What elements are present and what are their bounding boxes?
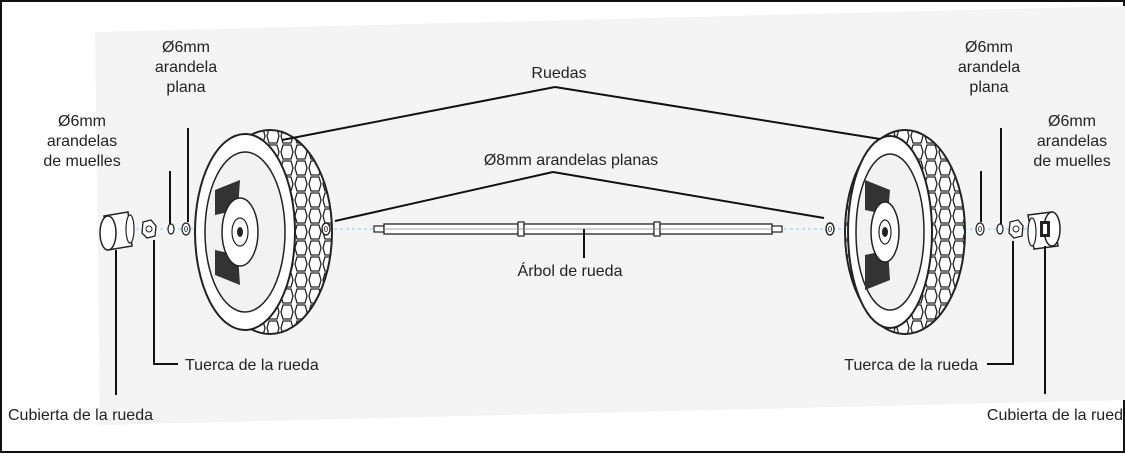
label-left-spring-washers-2: arandelas <box>47 133 117 150</box>
label-right-flat-washer-1: Ø6mm <box>965 39 1013 56</box>
wheel-axle <box>373 221 783 237</box>
right-wheel-nut <box>1008 219 1024 239</box>
right-wheel-cover <box>1027 211 1061 250</box>
background-panel <box>95 6 1125 425</box>
label-left-spring-washers-3: de muelles <box>43 153 120 170</box>
left-wheel <box>194 129 333 335</box>
label-right-wheel-nut: Tuerca de la rueda <box>844 357 978 374</box>
right-wheel <box>844 129 966 335</box>
label-left-wheel-cover: Cubierta de la rueda <box>8 407 153 424</box>
left-flat-washer <box>181 222 191 236</box>
left-wheel-cover <box>99 211 135 251</box>
label-axle: Árbol de rueda <box>518 261 623 280</box>
label-right-wheel-cover: Cubierta de la rued <box>987 407 1123 424</box>
label-right-flat-washer-3: plana <box>969 79 1008 96</box>
label-left-flat-washer-3: plana <box>166 79 205 96</box>
left-wheel-nut <box>141 219 157 239</box>
right-8mm-flat-washer <box>825 222 835 236</box>
right-spring-washer <box>996 223 1004 235</box>
label-wheels: Ruedas <box>531 65 586 82</box>
right-flat-washer <box>975 222 985 236</box>
left-8mm-flat-washer <box>321 222 331 236</box>
leader-lines <box>115 86 1046 395</box>
left-spring-washer <box>167 223 175 235</box>
label-right-spring-washers-2: arandelas <box>1037 133 1107 150</box>
label-right-spring-washers-3: de muelles <box>1033 153 1110 170</box>
label-left-flat-washer-1: Ø6mm <box>162 39 210 56</box>
label-right-flat-washer-2: arandela <box>958 59 1020 76</box>
label-left-wheel-nut: Tuerca de la rueda <box>185 357 319 374</box>
label-left-spring-washers-1: Ø6mm <box>58 113 106 130</box>
label-left-flat-washer-2: arandela <box>155 59 217 76</box>
label-8mm-washers: Ø8mm arandelas planas <box>484 152 658 169</box>
label-right-spring-washers-1: Ø6mm <box>1048 113 1096 130</box>
